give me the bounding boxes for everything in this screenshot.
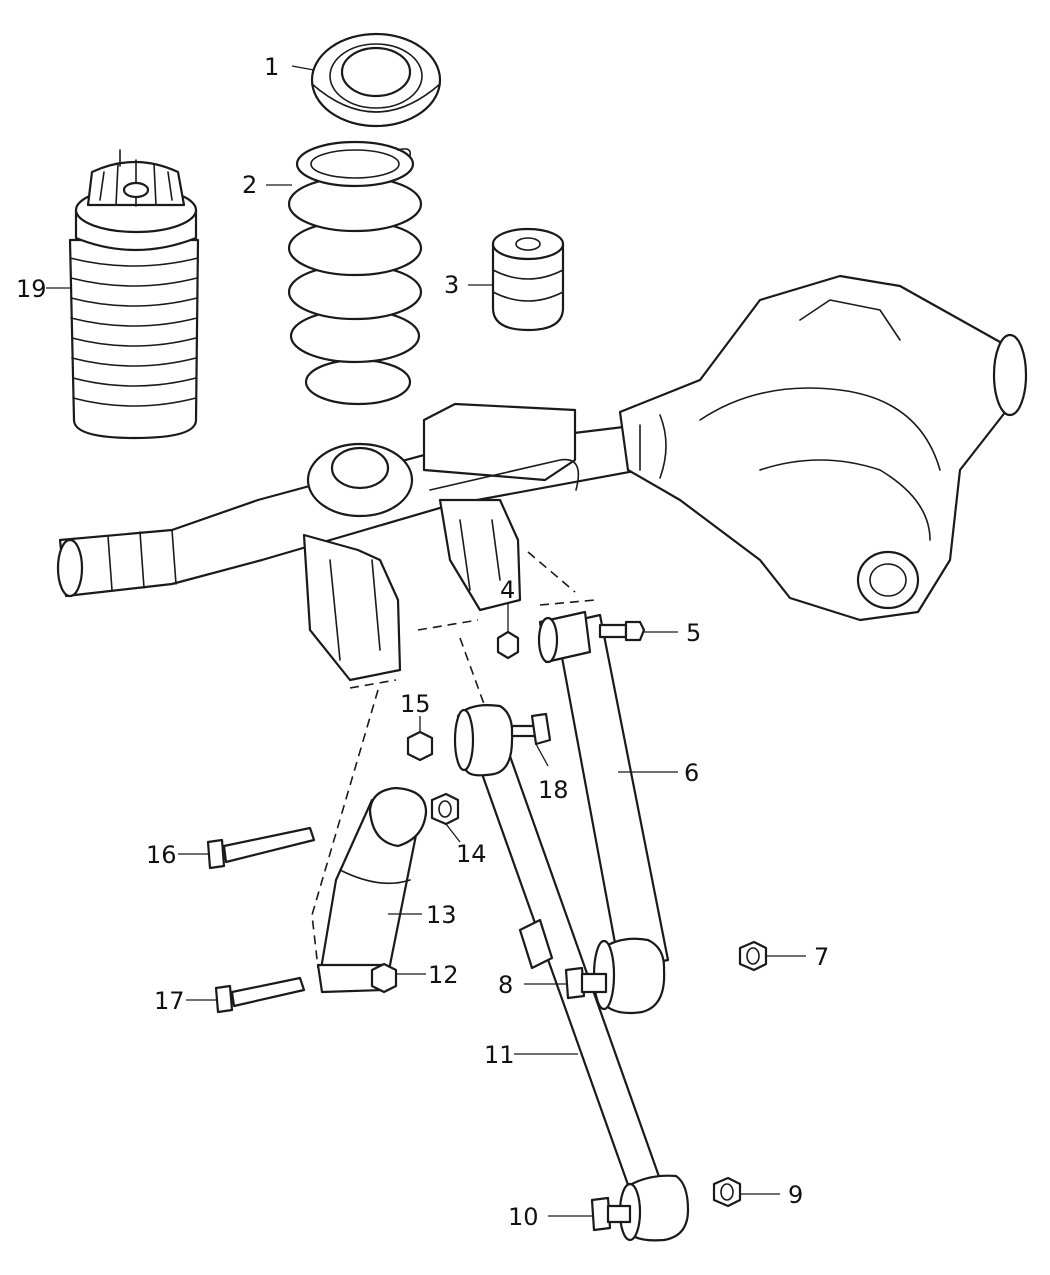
- callout-8: 8: [498, 971, 513, 999]
- fastener-10-bolt: [590, 1196, 632, 1232]
- fastener-15-nut: [406, 730, 434, 762]
- callout-10: 10: [508, 1203, 539, 1231]
- fastener-17-bolt: [214, 976, 306, 1014]
- callout-15: 15: [400, 690, 431, 718]
- callout-4: 4: [500, 576, 515, 604]
- callout-5: 5: [686, 619, 701, 647]
- callout-19: 19: [16, 275, 47, 303]
- callout-labels: 1 2 3 4 5 6 7 8 9 10 11 12 13 14 15 16 1…: [16, 53, 829, 1231]
- jounce-bumper: [491, 227, 565, 332]
- air-spring: [68, 149, 200, 440]
- fastener-16-bolt: [206, 826, 316, 870]
- callout-11: 11: [484, 1041, 515, 1069]
- spring-isolator: [310, 32, 442, 128]
- callout-18: 18: [538, 776, 569, 804]
- callout-17: 17: [154, 987, 185, 1015]
- callout-16: 16: [146, 841, 177, 869]
- callout-6: 6: [684, 759, 699, 787]
- lower-control-arm: [453, 704, 690, 1242]
- fastener-12-nut: [370, 962, 398, 994]
- callout-9: 9: [788, 1181, 803, 1209]
- fastener-4-nut: [496, 630, 520, 660]
- callout-14: 14: [456, 840, 487, 868]
- fastener-14-nut: [430, 792, 460, 826]
- rear-axle-housing: [56, 274, 1028, 682]
- callout-7: 7: [814, 943, 829, 971]
- shock-absorber: [316, 786, 428, 994]
- fastener-9-nut: [712, 1176, 742, 1208]
- callout-2: 2: [242, 171, 257, 199]
- fastener-7-nut: [738, 940, 768, 972]
- alignment-dash-lines: [311, 551, 596, 969]
- callout-1: 1: [264, 53, 279, 81]
- coil-spring: [287, 140, 423, 406]
- callout-12: 12: [428, 961, 459, 989]
- fastener-8-bolt: [564, 966, 608, 1000]
- callout-3: 3: [444, 271, 459, 299]
- callout-13: 13: [426, 901, 457, 929]
- fastener-18-bolt: [510, 712, 552, 746]
- leader-lines: [46, 65, 806, 1217]
- fastener-5-bolt: [598, 620, 646, 642]
